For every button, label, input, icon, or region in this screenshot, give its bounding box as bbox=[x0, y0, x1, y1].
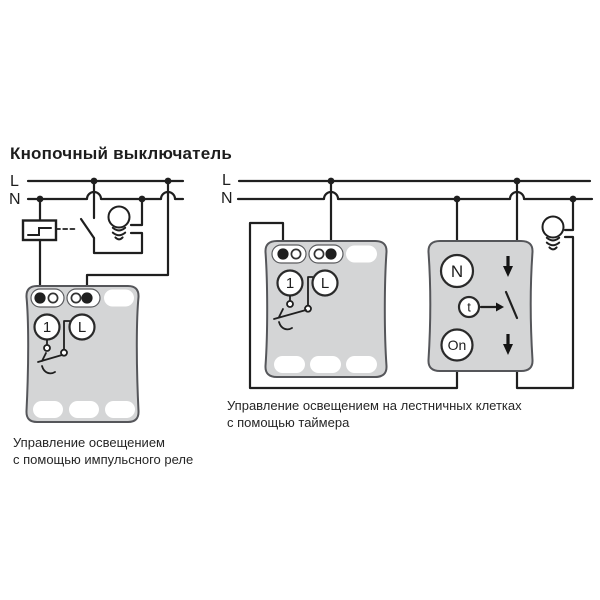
timer-on-circle bbox=[440, 328, 474, 362]
lamp-icon bbox=[541, 215, 565, 251]
wire bbox=[248, 221, 459, 390]
timer-switch-contact-icon bbox=[504, 290, 519, 320]
pushbutton-contact-icon bbox=[273, 276, 314, 331]
line-label: L bbox=[222, 172, 231, 189]
terminal-contact bbox=[70, 292, 82, 304]
terminal-1-label: 1 bbox=[43, 319, 51, 336]
neutral-rail bbox=[26, 190, 185, 201]
neutral-rail bbox=[236, 190, 594, 201]
neutral-label: N bbox=[9, 191, 21, 208]
pushbutton-device: 1 L bbox=[264, 240, 388, 378]
blank-slot bbox=[105, 401, 135, 418]
wire bbox=[85, 179, 170, 295]
terminal-contact bbox=[34, 292, 46, 304]
timer-on-label: On bbox=[448, 337, 467, 353]
pushbutton-contact-icon bbox=[37, 320, 71, 375]
terminal-contact bbox=[277, 248, 289, 260]
terminal-l-label: L bbox=[78, 319, 86, 336]
impulse-relay-icon bbox=[21, 219, 58, 242]
terminal-contact bbox=[81, 292, 93, 304]
terminal-l-label: L bbox=[321, 275, 329, 292]
caption-line: Управление освещением bbox=[13, 435, 165, 450]
neutral-label: N bbox=[221, 190, 233, 207]
timer-terminal-n-circle bbox=[439, 253, 475, 289]
line-label: L bbox=[10, 173, 19, 190]
diagram-staircase-timer: L N 1 L bbox=[221, 172, 594, 430]
down-arrow-icon bbox=[503, 256, 513, 277]
timer-action-arrow-icon bbox=[479, 302, 504, 312]
timer-time-circle bbox=[457, 295, 481, 319]
wire bbox=[92, 231, 144, 255]
timer-time-label: t bbox=[467, 300, 471, 315]
wire bbox=[563, 197, 575, 232]
timer-terminal-n-label: N bbox=[451, 262, 463, 281]
terminal-label-circle bbox=[68, 313, 96, 341]
caption-line: Управление освещением на лестничных клет… bbox=[227, 398, 522, 413]
relay-switch-contact-icon bbox=[55, 217, 96, 240]
terminal-contact bbox=[325, 248, 337, 260]
page-title: Кнопочный выключатель bbox=[10, 144, 232, 163]
blank-slot bbox=[346, 245, 377, 263]
blank-slot bbox=[346, 356, 377, 373]
terminal-contact bbox=[313, 248, 325, 260]
terminal-contact bbox=[47, 292, 59, 304]
blank-slot bbox=[310, 356, 341, 373]
pushbutton-device: 1 L bbox=[25, 285, 140, 423]
terminal-label-circle bbox=[311, 269, 339, 297]
timer-device: N t On bbox=[427, 240, 534, 372]
caption-line: с помощью импульсного реле bbox=[13, 452, 193, 467]
blank-slot bbox=[104, 289, 134, 307]
lamp-icon bbox=[107, 205, 131, 241]
blank-slot bbox=[274, 356, 305, 373]
down-arrow-icon bbox=[503, 334, 513, 355]
blank-slot bbox=[33, 401, 63, 418]
terminal-contact bbox=[290, 248, 302, 260]
terminal-1-label: 1 bbox=[286, 275, 294, 292]
caption-line: с помощью таймера bbox=[227, 415, 350, 430]
blank-slot bbox=[69, 401, 99, 418]
wire bbox=[129, 197, 144, 227]
diagram-impulse-relay: L N bbox=[9, 173, 193, 467]
